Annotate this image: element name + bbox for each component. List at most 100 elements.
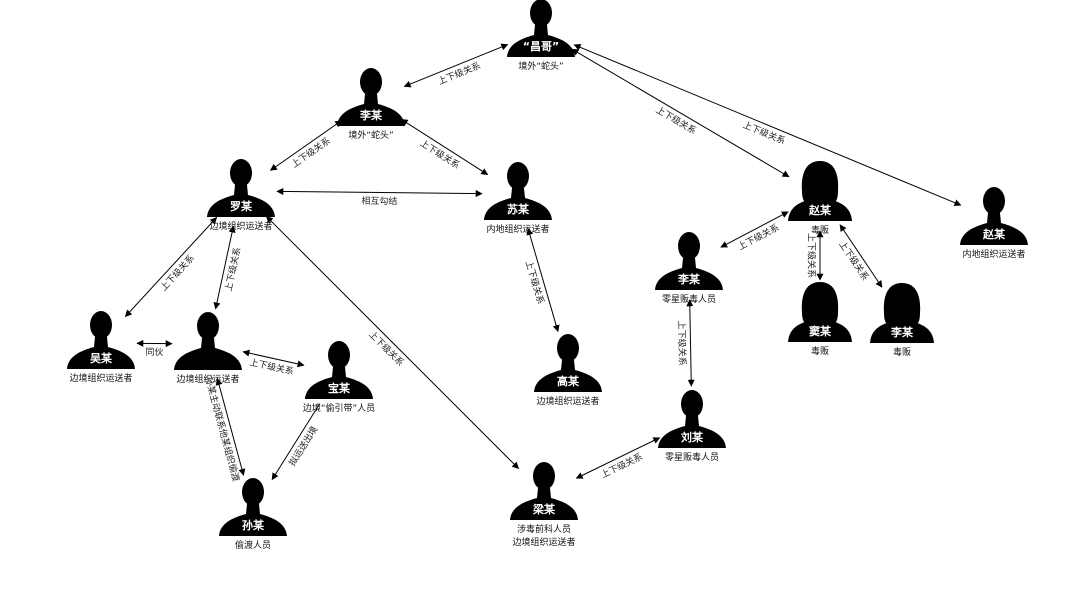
person-name: “昌哥” [523, 40, 559, 53]
relation-line [839, 224, 883, 288]
person-name: 梁某 [532, 502, 556, 516]
person-node: “昌哥” 境外“蛇头” [507, 0, 575, 72]
relation-label: 上下级关系 [654, 104, 699, 137]
male-silhouette-icon [305, 341, 373, 399]
relation-line [213, 225, 236, 310]
person-role: 毒贩 [893, 346, 911, 358]
female-silhouette-icon [788, 161, 852, 221]
person-name: 李某 [677, 272, 701, 286]
relation-line [276, 187, 483, 198]
relation-label: 上下级关系 [599, 450, 645, 480]
relation-edge: 上下级关系 [523, 227, 560, 333]
relation-label: 上下级关系 [676, 321, 689, 366]
relation-line [686, 299, 695, 387]
relation-edge: 上下级关系 [213, 225, 243, 310]
relation-line [265, 215, 520, 470]
person-role: 边境组织运送者 [176, 373, 239, 385]
male-silhouette-icon [655, 232, 723, 290]
person-name: 苏某 [507, 202, 530, 216]
relation-label: 上下级关系 [436, 59, 482, 87]
relation-line [575, 437, 661, 479]
male-silhouette-icon [960, 187, 1028, 245]
relation-edge: 上下级关系 [836, 224, 883, 288]
male-silhouette-icon [534, 334, 602, 392]
person-role: 内地组织运送者 [486, 223, 549, 235]
relation-edge: 拟运送出境 [271, 403, 321, 481]
relation-line [403, 43, 509, 88]
person-name: 窦某 [809, 324, 832, 338]
relation-label: 同伙 [145, 347, 163, 358]
person-name: 李某 [359, 108, 383, 122]
relation-edge: 上下级关系 [720, 211, 789, 253]
relation-line [269, 120, 343, 171]
person-role: 境外“蛇头” [348, 129, 393, 141]
person-name: 赵某 [982, 227, 1006, 241]
relation-edge: 上下级关系 [573, 43, 962, 207]
person-role: 边境组织运送者 [69, 372, 132, 384]
male-silhouette-icon [207, 159, 275, 217]
person-role: 涉毒前科人员 [517, 523, 571, 535]
relation-edge: 上下级关系 [403, 43, 509, 88]
person-role: 边境组织运送者 [536, 395, 599, 407]
relation-edge: 上下级关系 [575, 437, 661, 481]
relation-edge: 上下级关系 [676, 299, 695, 387]
person-role: 毒贩 [811, 224, 829, 236]
person-name: 刘某 [681, 430, 704, 444]
relation-label: 上下级关系 [806, 233, 818, 278]
relation-line [271, 403, 321, 481]
relation-edge: 孙某主动联系他某组织偷渡 [202, 376, 246, 483]
relation-label: 上下级关系 [366, 328, 406, 368]
relation-label: 上下级关系 [736, 221, 781, 253]
male-silhouette-icon [67, 311, 135, 369]
relation-line [215, 378, 246, 476]
relation-line [526, 227, 560, 333]
male-silhouette-icon [510, 462, 578, 520]
relation-label: 上下级关系 [248, 356, 295, 377]
person-role: 偷渡人员 [235, 539, 271, 551]
male-silhouette-icon [507, 0, 575, 57]
relation-edge: 上下级关系 [242, 349, 305, 378]
relation-edge: 上下级关系 [806, 230, 824, 281]
person-name: 高某 [557, 374, 580, 388]
person-role: 零星贩毒人员 [662, 293, 716, 305]
relation-edge: 上下级关系 [265, 215, 520, 470]
relation-edge: 相互勾结 [276, 187, 483, 207]
person-role: 边境“偷引带”人员 [303, 402, 375, 414]
relation-edge: 上下级关系 [124, 216, 218, 318]
relation-label: 相互勾结 [361, 195, 397, 207]
relation-line [571, 48, 790, 178]
person-role: 境外“蛇头” [518, 60, 563, 72]
relation-label: 上下级关系 [741, 119, 787, 147]
relation-line [573, 43, 962, 207]
male-silhouette-icon [484, 162, 552, 220]
relation-label: 上下级关系 [158, 252, 197, 293]
person-name: 赵某 [808, 203, 832, 217]
male-silhouette-icon [174, 312, 242, 370]
relation-line [400, 118, 489, 176]
person-node: 边境组织运送者 [174, 312, 242, 385]
relation-label: 孙某主动联系他某组织偷渡 [202, 376, 242, 483]
people-layer: “昌哥”境外“蛇头”李某境外“蛇头”罗某边境组织运送者苏某内地组织运送者吴某边境… [67, 0, 1028, 551]
male-silhouette-icon [219, 478, 287, 536]
relation-edge: 上下级关系 [571, 48, 790, 178]
relation-edge: 上下级关系 [269, 120, 343, 171]
male-silhouette-icon [337, 68, 405, 126]
relation-edge: 上下级关系 [400, 118, 489, 176]
person-role: 毒贩 [811, 345, 829, 357]
person-name: 宝某 [328, 381, 351, 395]
relation-line [720, 211, 789, 248]
person-role: 边境组织运送者 [209, 220, 272, 232]
male-silhouette-icon [658, 390, 726, 448]
person-name: 吴某 [90, 351, 113, 365]
